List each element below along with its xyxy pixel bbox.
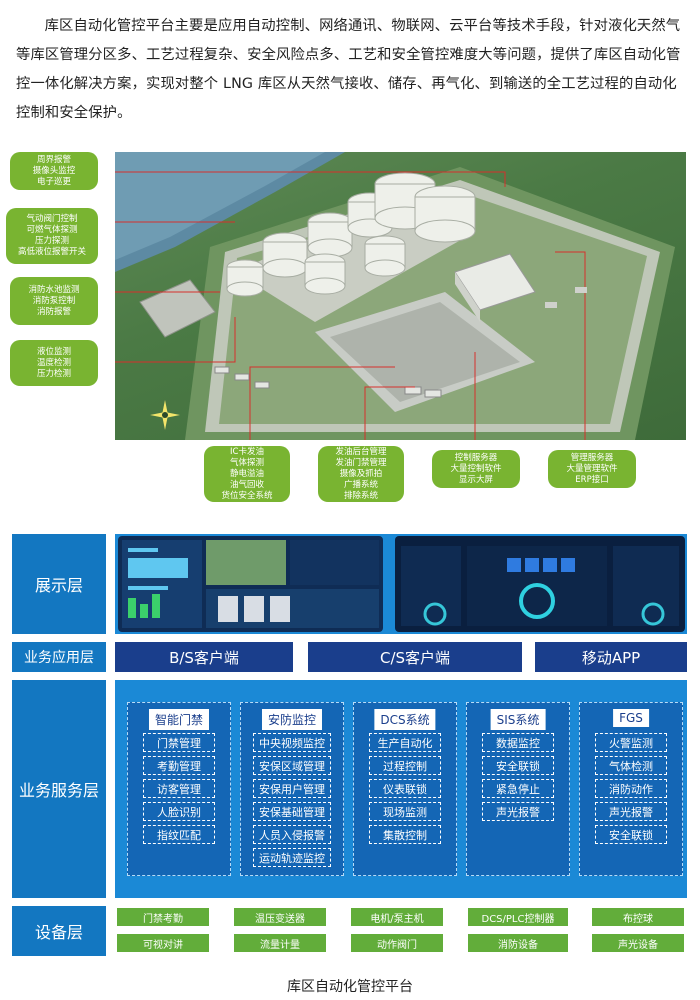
service-item[interactable]: 人脸识别 — [143, 802, 215, 821]
service-item[interactable]: 仪表联锁 — [369, 779, 441, 798]
mobile-app-button[interactable]: 移动APP — [535, 642, 687, 672]
callout-ic-card: IC卡发油气体探测静电溢油油气回收货位安全系统 — [204, 446, 290, 502]
device-item: 布控球 — [592, 908, 684, 926]
device-item: 动作阀门 — [351, 934, 443, 952]
service-group-fgs: FGS 火警监测 气体检测 消防动作 声光报警 安全联锁 — [579, 702, 683, 876]
service-item[interactable]: 门禁管理 — [143, 733, 215, 752]
service-item[interactable]: 安保用户管理 — [253, 779, 331, 798]
callout-level-monitor: 液位监测温度检测压力检测 — [10, 340, 98, 386]
service-item[interactable]: 声光报警 — [595, 802, 667, 821]
callout-dispatch-backend: 发油后台管理发油门禁管理摄像及抓拍广播系统排除系统 — [318, 446, 404, 502]
service-group-title: DCS系统 — [374, 709, 436, 730]
service-item[interactable]: 气体检测 — [595, 756, 667, 775]
figure-caption: 库区自动化管控平台 — [287, 979, 413, 995]
service-group-access-control: 智能门禁 门禁管理 考勤管理 访客管理 人脸识别 指纹匹配 — [127, 702, 231, 876]
plant-illustration — [115, 152, 675, 440]
service-item[interactable]: 数据监控 — [482, 733, 554, 752]
layer-app-label: 业务应用层 — [12, 642, 106, 672]
service-item[interactable]: 集散控制 — [369, 825, 441, 844]
service-item[interactable]: 消防动作 — [595, 779, 667, 798]
service-group-dcs: DCS系统 生产自动化 过程控制 仪表联锁 现场监测 集散控制 — [353, 702, 457, 876]
service-group-security-monitor: 安防监控 中央视频监控 安保区域管理 安保用户管理 安保基础管理 人员入侵报警 … — [240, 702, 344, 876]
service-group-sis: SIS系统 数据监控 安全联锁 紧急停止 声光报警 — [466, 702, 570, 876]
device-item: 声光设备 — [592, 934, 684, 952]
dashboard-screenshot-2 — [395, 536, 685, 632]
device-item: 消防设备 — [468, 934, 568, 952]
service-item[interactable]: 考勤管理 — [143, 756, 215, 775]
layer-service-label: 业务服务层 — [12, 680, 106, 898]
service-item[interactable]: 火警监测 — [595, 733, 667, 752]
service-item[interactable]: 安保基础管理 — [253, 802, 331, 821]
cs-client-button[interactable]: C/S客户端 — [308, 642, 522, 672]
service-item[interactable]: 过程控制 — [369, 756, 441, 775]
service-item[interactable]: 指纹匹配 — [143, 825, 215, 844]
service-group-title: FGS — [613, 709, 649, 727]
device-item: 流量计量 — [234, 934, 326, 952]
intro-paragraph: 库区自动化管控平台主要是应用自动控制、网络通讯、物联网、云平台等技术手段，针对液… — [16, 18, 681, 121]
callout-control-server: 控制服务器大量控制软件显示大屏 — [432, 450, 520, 488]
service-item[interactable]: 运动轨迹监控 — [253, 848, 331, 867]
service-item[interactable]: 声光报警 — [482, 802, 554, 821]
dashboard-screenshot-1 — [118, 536, 383, 632]
layer-display-label: 展示层 — [12, 534, 106, 634]
service-item[interactable]: 生产自动化 — [369, 733, 441, 752]
device-item: 可视对讲 — [117, 934, 209, 952]
device-item: 电机/泵主机 — [351, 908, 443, 926]
service-group-title: SIS系统 — [490, 709, 546, 730]
service-item[interactable]: 安保区域管理 — [253, 756, 331, 775]
callout-perimeter: 周界报警摄像头监控电子巡更 — [10, 152, 98, 190]
service-item[interactable]: 人员入侵报警 — [253, 825, 331, 844]
compass-icon — [150, 400, 180, 430]
device-item: DCS/PLC控制器 — [468, 908, 568, 926]
service-item[interactable]: 访客管理 — [143, 779, 215, 798]
plant-aerial-map — [115, 152, 686, 440]
service-group-title: 安防监控 — [261, 709, 323, 730]
callout-fire-water: 消防水池监测消防泵控制消防报警 — [10, 277, 98, 325]
service-item[interactable]: 中央视频监控 — [253, 733, 331, 752]
service-group-title: 智能门禁 — [148, 709, 210, 730]
layer-device-label: 设备层 — [12, 906, 106, 956]
device-item: 门禁考勤 — [117, 908, 209, 926]
service-item[interactable]: 安全联锁 — [482, 756, 554, 775]
service-item[interactable]: 紧急停止 — [482, 779, 554, 798]
callout-gas-detection: 气动阀门控制可燃气体探测压力探测高低液位报警开关 — [6, 208, 98, 264]
service-item[interactable]: 安全联锁 — [595, 825, 667, 844]
service-item[interactable]: 现场监测 — [369, 802, 441, 821]
bs-client-button[interactable]: B/S客户端 — [115, 642, 293, 672]
device-item: 温压变送器 — [234, 908, 326, 926]
